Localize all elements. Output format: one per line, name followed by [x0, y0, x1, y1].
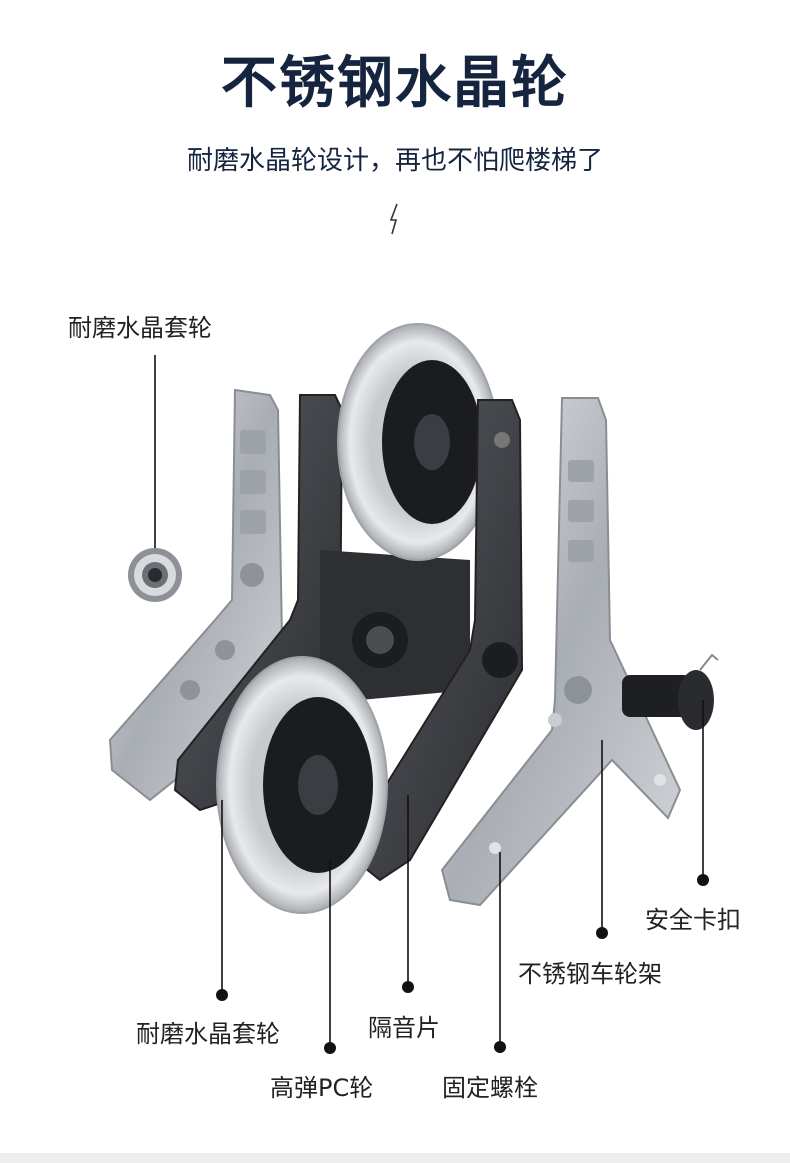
left-dark-plate	[173, 394, 344, 812]
left-steel-frame	[108, 388, 284, 802]
callout-label-sound-plate: 隔音片	[368, 1014, 440, 1042]
top-pc-wheel	[337, 323, 499, 561]
safety-clip-part	[622, 653, 719, 730]
bearing-part	[128, 548, 182, 602]
page-title: 不锈钢水晶轮	[221, 51, 569, 116]
callout-label-bolt: 固定螺栓	[442, 1074, 538, 1102]
callout-label-lower-sleeve: 耐磨水晶套轮	[136, 1020, 280, 1048]
right-dark-plate	[353, 399, 524, 882]
callout-dots	[216, 874, 709, 1054]
callout-label-clip: 安全卡扣	[645, 906, 741, 934]
callout-label-pc-wheel: 高弹PC轮	[270, 1074, 374, 1102]
page-subtitle: 耐磨水晶轮设计，再也不怕爬楼梯了	[186, 146, 603, 176]
footer-band	[0, 1153, 790, 1163]
callout-leaders	[154, 355, 704, 1045]
bottom-pc-wheel	[216, 656, 388, 914]
callout-label-frame: 不锈钢车轮架	[518, 960, 662, 988]
center-hub	[320, 550, 470, 700]
right-steel-frame	[440, 397, 682, 907]
callout-label-bearing: 耐磨水晶套轮	[68, 314, 212, 342]
lightning-divider-icon	[389, 203, 398, 235]
